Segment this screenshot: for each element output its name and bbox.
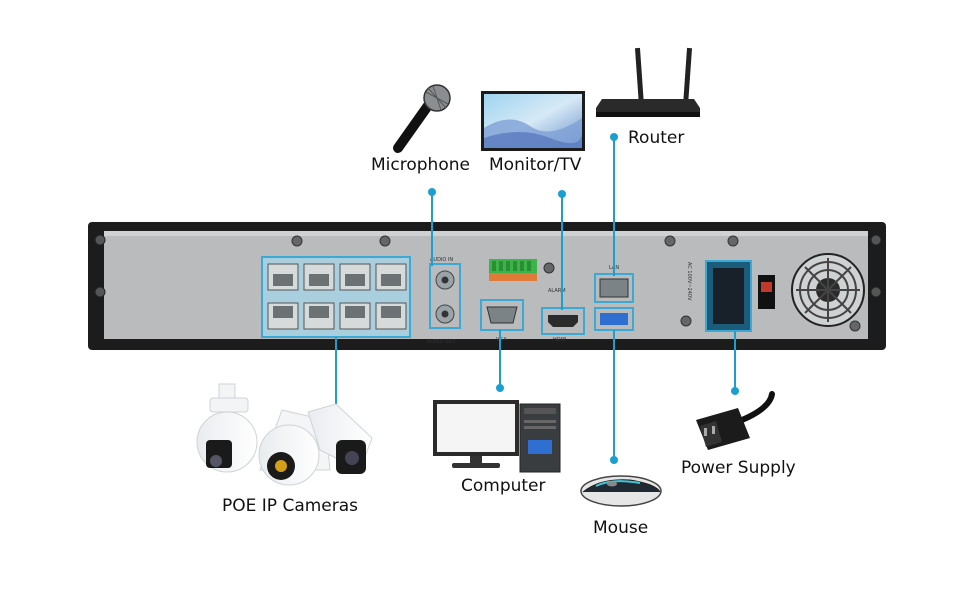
monitor-icon	[481, 91, 585, 151]
mouse-icon	[580, 475, 662, 507]
microphone-icon	[393, 84, 451, 153]
microphone-label: Microphone	[371, 155, 470, 175]
computer-icon	[433, 400, 561, 473]
power-cord-icon	[696, 391, 775, 450]
audio-in-text: AUDIO IN	[430, 257, 453, 263]
poe-cameras-label: POE IP Cameras	[222, 496, 359, 516]
router-label: Router	[628, 128, 685, 148]
power-supply-label: Power Supply	[681, 458, 796, 478]
lan-usb-ports	[594, 273, 634, 331]
vga-text: VGA	[496, 337, 507, 343]
ip-camera-icon	[196, 383, 373, 486]
audio-ports	[429, 263, 461, 329]
hdmi-text: HDMI	[553, 337, 566, 343]
router-icon	[596, 47, 700, 117]
alarm-terminal	[489, 259, 555, 281]
poe-ports	[261, 256, 411, 338]
monitor-label: Monitor/TV	[489, 155, 582, 175]
audio-out-text: AUDIO OUT	[427, 339, 457, 345]
connection-lines	[335, 137, 736, 460]
mouse-label: Mouse	[593, 518, 649, 538]
power-inlet	[705, 253, 865, 332]
vga-port	[480, 299, 524, 331]
computer-label: Computer	[461, 476, 546, 496]
alarm-text: ALARM	[548, 288, 566, 294]
voltage-text: AC 100V~240V	[686, 262, 692, 301]
